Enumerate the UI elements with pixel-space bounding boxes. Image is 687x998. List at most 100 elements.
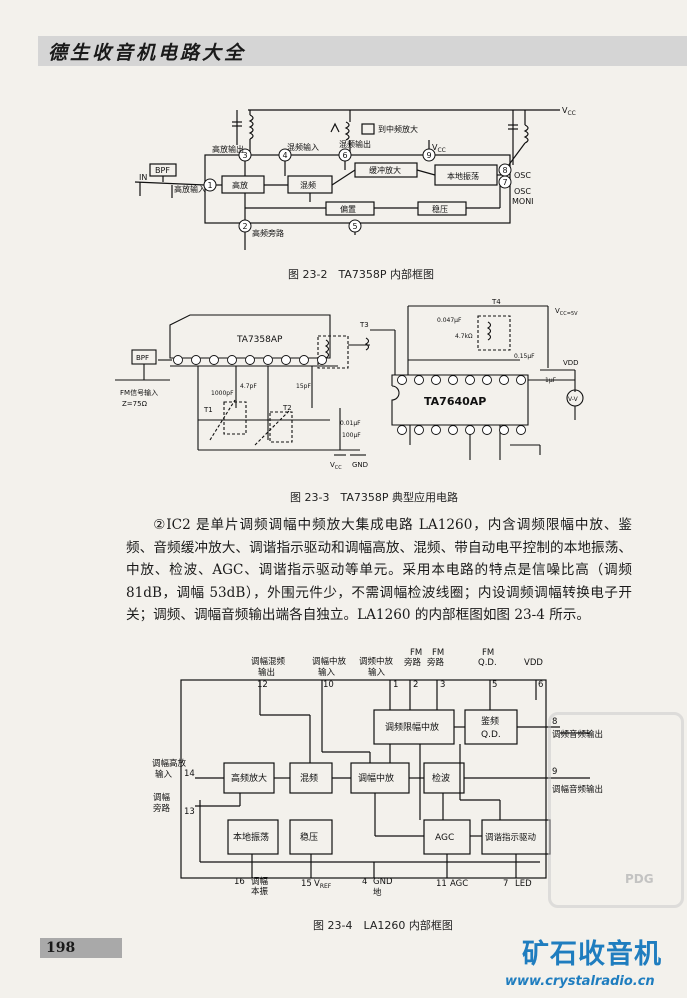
fig3-block-osc: 本地振荡 — [233, 831, 269, 843]
figure-23-3-caption: 图 23-3 TA7358P 典型应用电路 — [290, 491, 458, 504]
fig3-p3: 3 — [440, 680, 445, 690]
fig1-pin-7: 7 — [502, 178, 507, 187]
fig3-p6: 6 — [538, 680, 543, 690]
page-number: 198 — [40, 938, 122, 958]
fig3-fm-bp1: FM — [410, 648, 422, 658]
fig3-vdd: VDD — [524, 658, 543, 668]
fig3-fm-out: 调频音频输出 — [552, 729, 603, 740]
fig3-p15: 15 — [301, 879, 312, 889]
figure-23-2-caption: 图 23-2 TA7358P 内部框图 — [288, 268, 434, 281]
fig3-am-if-in: 调幅中放 — [312, 656, 347, 667]
fig3-led: LED — [515, 879, 532, 889]
fig2-gnd: GND — [352, 461, 368, 469]
fig2-chip1: TA7358AP — [236, 335, 283, 345]
fig1-block-wenya: 稳压 — [432, 204, 448, 214]
fig3-block-qd2: Q.D. — [481, 730, 501, 740]
fig2-vcc: VCC — [330, 461, 342, 471]
fig1-block-huanchong: 缓冲放大 — [369, 165, 401, 175]
fig3-am-bp2: 旁路 — [153, 803, 171, 814]
fig2-chip2: TA7640AP — [424, 395, 486, 408]
figure-23-2-diagram: 1 2 3 4 5 6 7 8 9 VCC VCC 高放输出 混频输入 混频输出… — [134, 106, 576, 250]
fig3-vref: VREF — [314, 879, 332, 890]
fig3-block-reg: 稳压 — [300, 831, 318, 843]
fig3-fm-bp2: FM — [432, 648, 444, 658]
fig3-block-qd: 鉴频 — [481, 715, 499, 727]
fig3-p16a: 调幅 — [251, 876, 269, 887]
fig3-gnd2: 地 — [373, 887, 382, 898]
fig3-p7: 7 — [503, 879, 508, 889]
fig3-fm-bp2b: 旁路 — [427, 657, 445, 668]
fig1-block-gaofang: 高放 — [232, 180, 248, 190]
fig1-pin-3: 3 — [242, 151, 247, 160]
fig3-block-am-if: 调幅中放 — [358, 772, 394, 784]
fig1-pin-8: 8 — [502, 166, 507, 175]
fig2-vcc5: VCC=5V — [555, 307, 578, 317]
fig2-fm-in: FM信号输入 — [120, 388, 158, 397]
fig3-am-mix-out2: 输出 — [258, 667, 275, 678]
fig1-gaofang-out: 高放输出 — [212, 144, 244, 154]
fig1-to-if: 到中频放大 — [378, 124, 418, 134]
book-title: 德生收音机电路大全 — [48, 42, 247, 64]
fig2-c0047: 0.047μF — [437, 317, 462, 324]
fig1-pin-6: 6 — [342, 151, 347, 160]
fig3-am-out: 调幅音频输出 — [552, 784, 603, 795]
fig3-fm-if-in2: 输入 — [368, 667, 386, 678]
fig2-z0: Z=75Ω — [122, 400, 148, 408]
fig1-oscmoni: OSC — [514, 187, 531, 196]
fig2-c1u: 1μF — [545, 377, 557, 384]
fig1-block-hunpin: 混频 — [300, 180, 316, 190]
figure-23-4-diagram: 调幅混频 输出 调幅中放 输入 调频中放 输入 FM 旁路 FM 旁路 FM Q… — [152, 648, 603, 898]
fig3-p1: 1 — [393, 680, 398, 690]
fig3-am-rf-in2: 输入 — [155, 769, 173, 780]
fig3-block-tune: 调谐指示驱动 — [485, 832, 537, 843]
fig1-pin-9: 9 — [426, 151, 431, 160]
figure-23-3-diagram: TA7358AP TA7640AP BPF FM信号输入 Z=75Ω T1 T2… — [115, 298, 584, 471]
fig3-p5: 5 — [492, 680, 497, 690]
fig2-c001: 0.01μF — [340, 420, 361, 427]
fig1-vcc2-label: VCC — [432, 143, 446, 154]
fig3-p16: 16 — [234, 877, 245, 887]
fig2-t2: T2 — [282, 404, 292, 412]
fig3-gnd: GND — [373, 877, 393, 887]
figure-23-4-caption: 图 23-4 LA1260 内部框图 — [313, 919, 453, 932]
fig1-pin-2: 2 — [242, 222, 247, 231]
watermark-pdg: PDG — [625, 872, 654, 886]
fig1-block-pianzhi: 偏置 — [340, 204, 356, 214]
fig2-c015: 0.15μF — [514, 353, 535, 360]
fig1-osc: OSC — [514, 171, 531, 180]
fig2-vv: V-V — [568, 396, 579, 403]
site-logo: 矿石收音机 — [522, 939, 662, 970]
fig3-block-det: 检波 — [432, 772, 450, 784]
body-paragraph-container: ②IC2 是单片调频调幅中频放大集成电路 LA1260，内含调频限幅中放、鉴频、… — [126, 514, 632, 627]
watermark-seal — [548, 712, 684, 908]
fig1-block-bendi: 本地振荡 — [447, 171, 479, 181]
fig2-t4: T4 — [491, 298, 501, 306]
fig3-fm-qd2: Q.D. — [478, 658, 497, 668]
fig2-t1: T1 — [203, 406, 213, 414]
header-band — [38, 36, 687, 66]
fig1-pin-4: 4 — [282, 151, 287, 160]
site-url: www.crystalradio.cn — [505, 974, 655, 989]
fig3-block-agc: AGC — [435, 833, 454, 843]
fig3-p16b: 本振 — [251, 886, 269, 897]
fig2-c47: 4.7pF — [240, 383, 257, 390]
fig1-in: IN — [139, 173, 147, 182]
fig1-bpf: BPF — [155, 166, 170, 175]
fig3-agc-pin: AGC — [450, 879, 468, 889]
fig1-pin-1: 1 — [207, 181, 212, 190]
fig1-hunpin-in: 混频输入 — [287, 142, 319, 152]
fig3-block-mix: 混频 — [300, 772, 318, 784]
fig2-c1000: 1000pF — [211, 390, 234, 397]
fig2-c100: 100μF — [342, 432, 361, 439]
fig3-am-rf-in: 调幅高放 — [152, 758, 187, 769]
fig2-bpf: BPF — [136, 354, 149, 362]
fig3-am-if-in2: 输入 — [318, 667, 336, 678]
fig1-pang: 高频旁路 — [252, 228, 284, 238]
fig1-gaofang-in: 高放输入 — [174, 184, 206, 194]
fig2-t3: T3 — [359, 321, 369, 329]
fig3-fm-if-in: 调频中放 — [359, 656, 394, 667]
fig1-moni: MONI — [512, 197, 534, 206]
fig1-vcc-label: VCC — [562, 106, 576, 117]
fig3-p4: 4 — [362, 877, 367, 887]
fig2-vdd: VDD — [563, 359, 579, 367]
